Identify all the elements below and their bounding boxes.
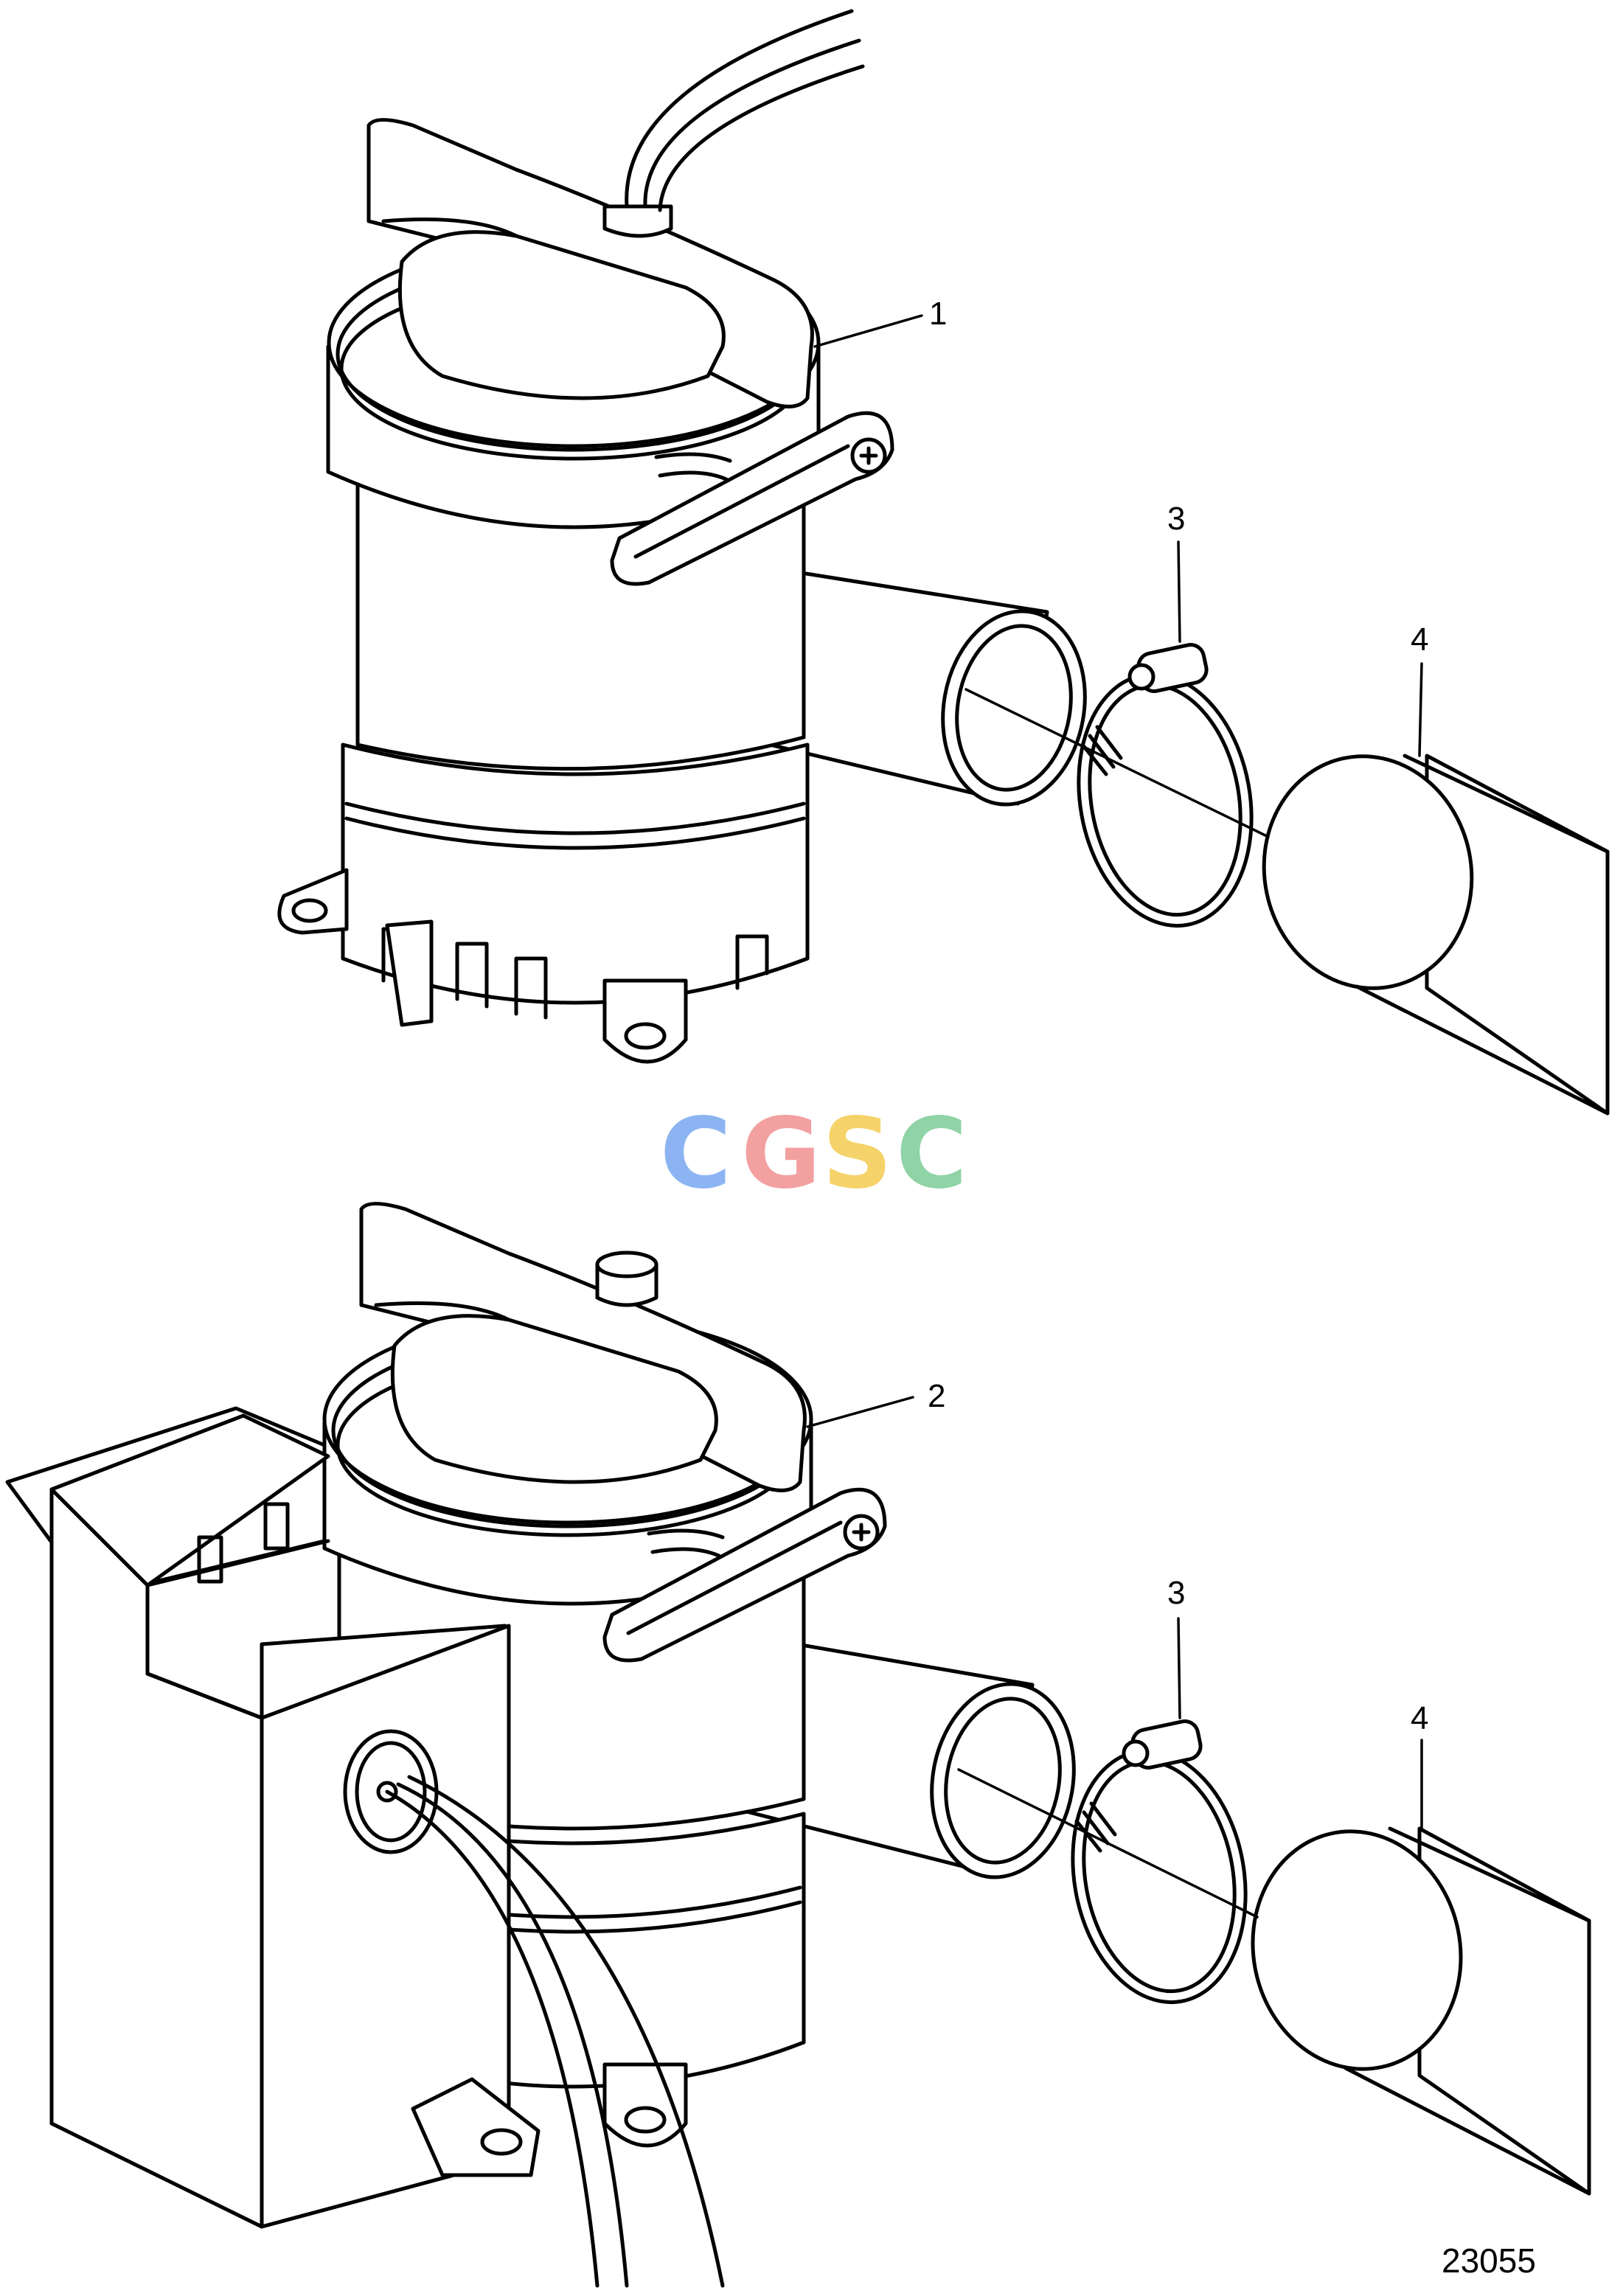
pump-handle-bottom	[359, 1202, 807, 1492]
watermark-letter-3: S	[822, 1097, 892, 1211]
leader-lines-top	[813, 314, 1423, 838]
callout-4-bottom: 4	[1411, 1700, 1428, 1736]
watermark-letter-4: C	[896, 1097, 967, 1211]
top-assembly	[277, 9, 1610, 1116]
cgsc-watermark-logo: C G S C	[660, 1097, 967, 1211]
callout-2: 2	[928, 1378, 945, 1414]
callout-4-top: 4	[1411, 622, 1428, 658]
callout-1: 1	[929, 296, 947, 332]
callout-3-top: 3	[1167, 501, 1185, 537]
watermark-letter-2: G	[741, 1097, 821, 1211]
hose-clamp-top	[1077, 643, 1254, 928]
hose-top	[1262, 754, 1610, 1116]
pump-handle-top	[366, 9, 865, 408]
hose-bottom	[1251, 1826, 1591, 2196]
clip-bracket-bottom	[602, 1487, 887, 1663]
callout-3-bottom: 3	[1167, 1575, 1185, 1611]
clip-bracket-top	[610, 411, 894, 586]
float-switch-housing	[5, 1406, 725, 2288]
bottom-assembly	[5, 1202, 1591, 2288]
leader-lines-bottom	[806, 1396, 1423, 1918]
hose-clamp-bottom	[1071, 1719, 1248, 2005]
figure-number: 23055	[1442, 2241, 1536, 2280]
watermark-letter-1: C	[660, 1097, 731, 1211]
